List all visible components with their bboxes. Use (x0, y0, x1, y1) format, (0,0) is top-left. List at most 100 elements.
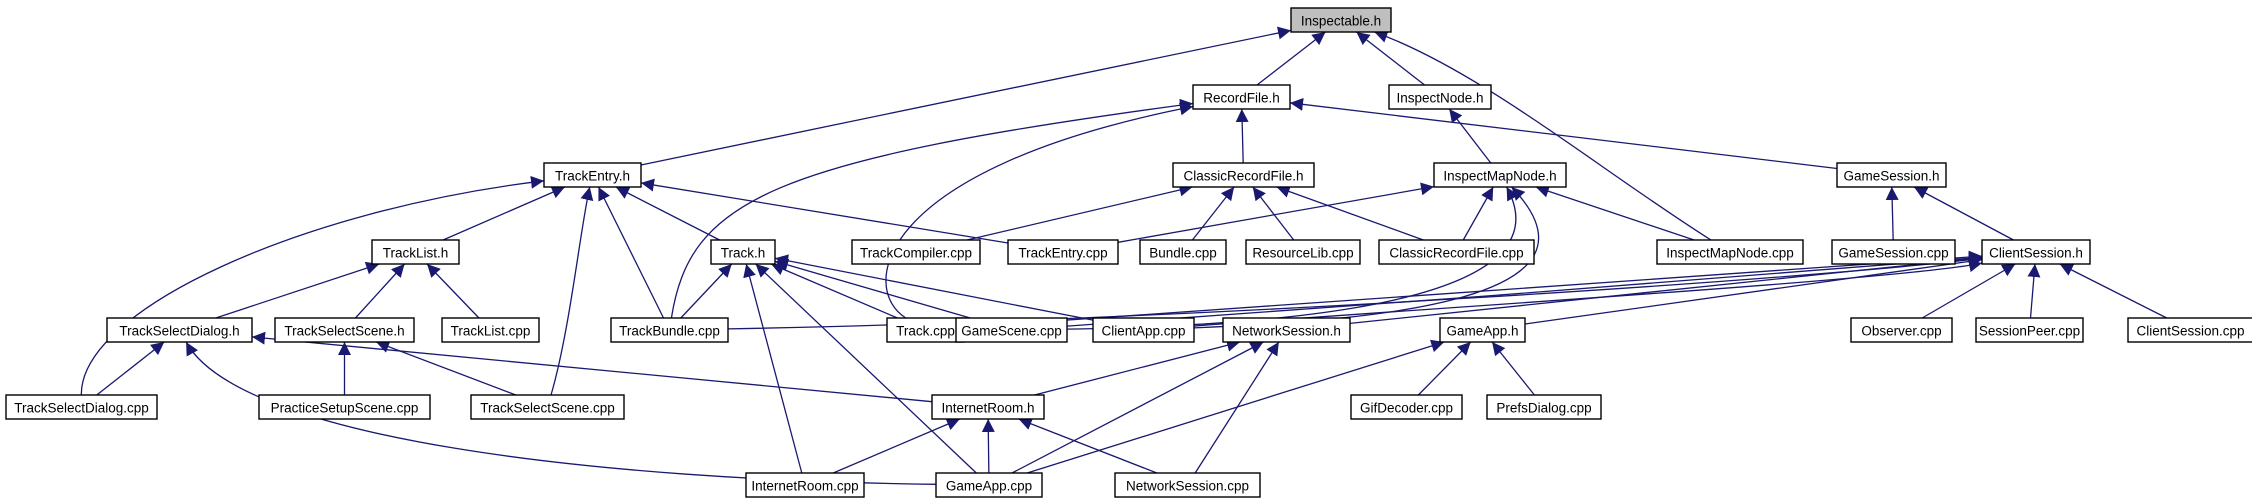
node-label: InternetRoom.h (941, 401, 1034, 416)
node-classicrecordfile-cpp[interactable]: ClassicRecordFile.cpp (1378, 239, 1535, 265)
edge-gameapp_cpp-to-internetroom_h (981, 418, 995, 474)
node-practicesetupscene-cpp[interactable]: PracticeSetupScene.cpp (258, 394, 431, 420)
edge-track_cpp-to-recordfile_h (885, 102, 1194, 319)
node-networksession-cpp[interactable]: NetworkSession.cpp (1114, 472, 1261, 498)
node-track-h[interactable]: Track.h (710, 239, 776, 265)
edge-line (1462, 186, 1494, 241)
edge-trackentry_h-to-inspectable_h (640, 26, 1292, 166)
edge-trackentry_cpp-to-trackentry_h (640, 178, 1009, 244)
node-box (1172, 162, 1315, 188)
edge-networksession_cpp-to-internetroom_h (1018, 417, 1158, 474)
node-label: TrackSelectDialog.h (119, 324, 239, 339)
node-box (1388, 84, 1492, 110)
node-sessionpeer-cpp[interactable]: SessionPeer.cpp (1975, 317, 2084, 343)
node-networksession-h[interactable]: NetworkSession.h (1222, 317, 1351, 343)
node-trackcompiler-cpp[interactable]: TrackCompiler.cpp (851, 239, 981, 265)
edge-inspectmapnode_cpp-to-inspectmapnode_h (1535, 184, 1695, 241)
node-internetroom-h[interactable]: InternetRoom.h (931, 394, 1045, 420)
node-trackbundle-cpp[interactable]: TrackBundle.cpp (610, 317, 729, 343)
edge-line (1491, 341, 1535, 396)
edge-line (1448, 108, 1492, 164)
node-track-cpp[interactable]: Track.cpp (886, 317, 965, 343)
node-prefsdialog-cpp[interactable]: PrefsDialog.cpp (1486, 394, 1602, 420)
node-label: GameApp.h (1446, 324, 1518, 339)
node-box (2127, 317, 2252, 343)
node-tracklist-cpp[interactable]: TrackList.cpp (441, 317, 540, 343)
node-trackselectscene-h[interactable]: TrackSelectScene.h (274, 317, 415, 343)
node-trackselectscene-cpp[interactable]: TrackSelectScene.cpp (470, 394, 625, 420)
edge-line (251, 331, 933, 403)
edge-line (774, 258, 971, 319)
node-internetroom-cpp[interactable]: InternetRoom.cpp (745, 472, 865, 498)
edge-line (615, 186, 720, 241)
node-bundle-cpp[interactable]: Bundle.cpp (1139, 239, 1227, 265)
edge-prefsdialog_cpp-to-gameapp_h (1491, 341, 1535, 396)
edge-resourcelib_cpp-to-classicrecordfile_h (1252, 186, 1295, 241)
node-label: NetworkSession.cpp (1126, 479, 1249, 494)
node-label: TrackBundle.cpp (619, 324, 720, 339)
edge-line (1011, 341, 1264, 474)
node-inspectmapnode-h[interactable]: InspectMapNode.h (1433, 162, 1567, 188)
edge-tracklist_cpp-to-tracklist_h (426, 263, 480, 319)
node-inspectnode-h[interactable]: InspectNode.h (1388, 84, 1492, 110)
node-box (610, 317, 729, 343)
node-gamescene-cpp[interactable]: GameScene.cpp (955, 317, 1068, 343)
edge-inspectnode_h-to-inspectable_h (1356, 31, 1425, 86)
node-trackselectdialog-cpp[interactable]: TrackSelectDialog.cpp (5, 394, 158, 420)
node-classicrecordfile-h[interactable]: ClassicRecordFile.h (1172, 162, 1315, 188)
edge-trackselectscene_cpp-to-trackentry_h (550, 186, 594, 396)
edge-internetroom_h-to-trackselectdialog_h (251, 331, 933, 403)
node-box (745, 472, 865, 498)
node-label: GameSession.h (1843, 169, 1939, 184)
node-resourcelib-cpp[interactable]: ResourceLib.cpp (1245, 239, 1361, 265)
node-gameapp-cpp[interactable]: GameApp.cpp (935, 472, 1043, 498)
edge-line (550, 186, 594, 396)
node-box (1192, 84, 1291, 110)
node-box (1439, 317, 1526, 343)
edge-line (426, 263, 480, 319)
edge-classicrecordfile_cpp-to-inspectmapnode_h (1462, 186, 1494, 241)
node-tracklist-h[interactable]: TrackList.h (371, 239, 460, 265)
node-label: GameScene.cpp (961, 324, 1062, 339)
node-inspectmapnode-cpp[interactable]: InspectMapNode.cpp (1656, 239, 1804, 265)
edge-line (770, 263, 898, 319)
node-label: InternetRoom.cpp (751, 479, 858, 494)
node-observer-cpp[interactable]: Observer.cpp (1850, 317, 1953, 343)
node-clientsession-h[interactable]: ClientSession.h (1981, 239, 2091, 265)
node-clientapp-cpp[interactable]: ClientApp.cpp (1092, 317, 1195, 343)
node-trackentry-cpp[interactable]: TrackEntry.cpp (1007, 239, 1119, 265)
node-box (1114, 472, 1261, 498)
node-gameapp-h[interactable]: GameApp.h (1439, 317, 1526, 343)
edge-clientapp_cpp-to-clientsession_h (1193, 259, 1983, 327)
node-box (1092, 317, 1195, 343)
edge-line (375, 340, 517, 396)
node-label: Track.h (721, 246, 766, 261)
node-gamesession-h[interactable]: GameSession.h (1836, 162, 1947, 188)
edge-line (1027, 339, 1445, 474)
edge-track_h-to-trackentry_h (615, 186, 720, 241)
node-trackselectdialog-h[interactable]: TrackSelectDialog.h (106, 317, 253, 343)
edge-gameapp_h-to-clientsession_h (1524, 254, 1983, 325)
edge-track_cpp-to-track_h (770, 263, 898, 319)
node-label: Inspectable.h (1301, 14, 1381, 29)
edge-sessionpeer_cpp-to-clientsession_h (2027, 263, 2041, 319)
node-box (274, 317, 415, 343)
edge-trackselectdialog_cpp-to-trackentry_h (80, 175, 545, 396)
node-clientsession-cpp[interactable]: ClientSession.cpp (2127, 317, 2252, 343)
node-gifdecoder-cpp[interactable]: GifDecoder.cpp (1350, 394, 1463, 420)
edge-trackbundle_cpp-to-trackentry_h (597, 186, 665, 319)
node-inspectable-h[interactable]: Inspectable.h (1290, 7, 1392, 33)
edge-line (442, 186, 566, 241)
edge-line (640, 26, 1292, 166)
node-recordfile-h[interactable]: RecordFile.h (1192, 84, 1291, 110)
edge-trackselectscene_h-to-tracklist_h (354, 263, 406, 319)
edge-line (80, 175, 545, 396)
node-box (851, 239, 981, 265)
node-trackentry-h[interactable]: TrackEntry.h (543, 162, 642, 188)
node-label: ClassicRecordFile.h (1183, 169, 1303, 184)
node-box (1981, 239, 2091, 265)
edge-line (1535, 184, 1695, 241)
node-gamesession-cpp[interactable]: GameSession.cpp (1831, 239, 1956, 265)
edge-line (1289, 97, 1838, 170)
